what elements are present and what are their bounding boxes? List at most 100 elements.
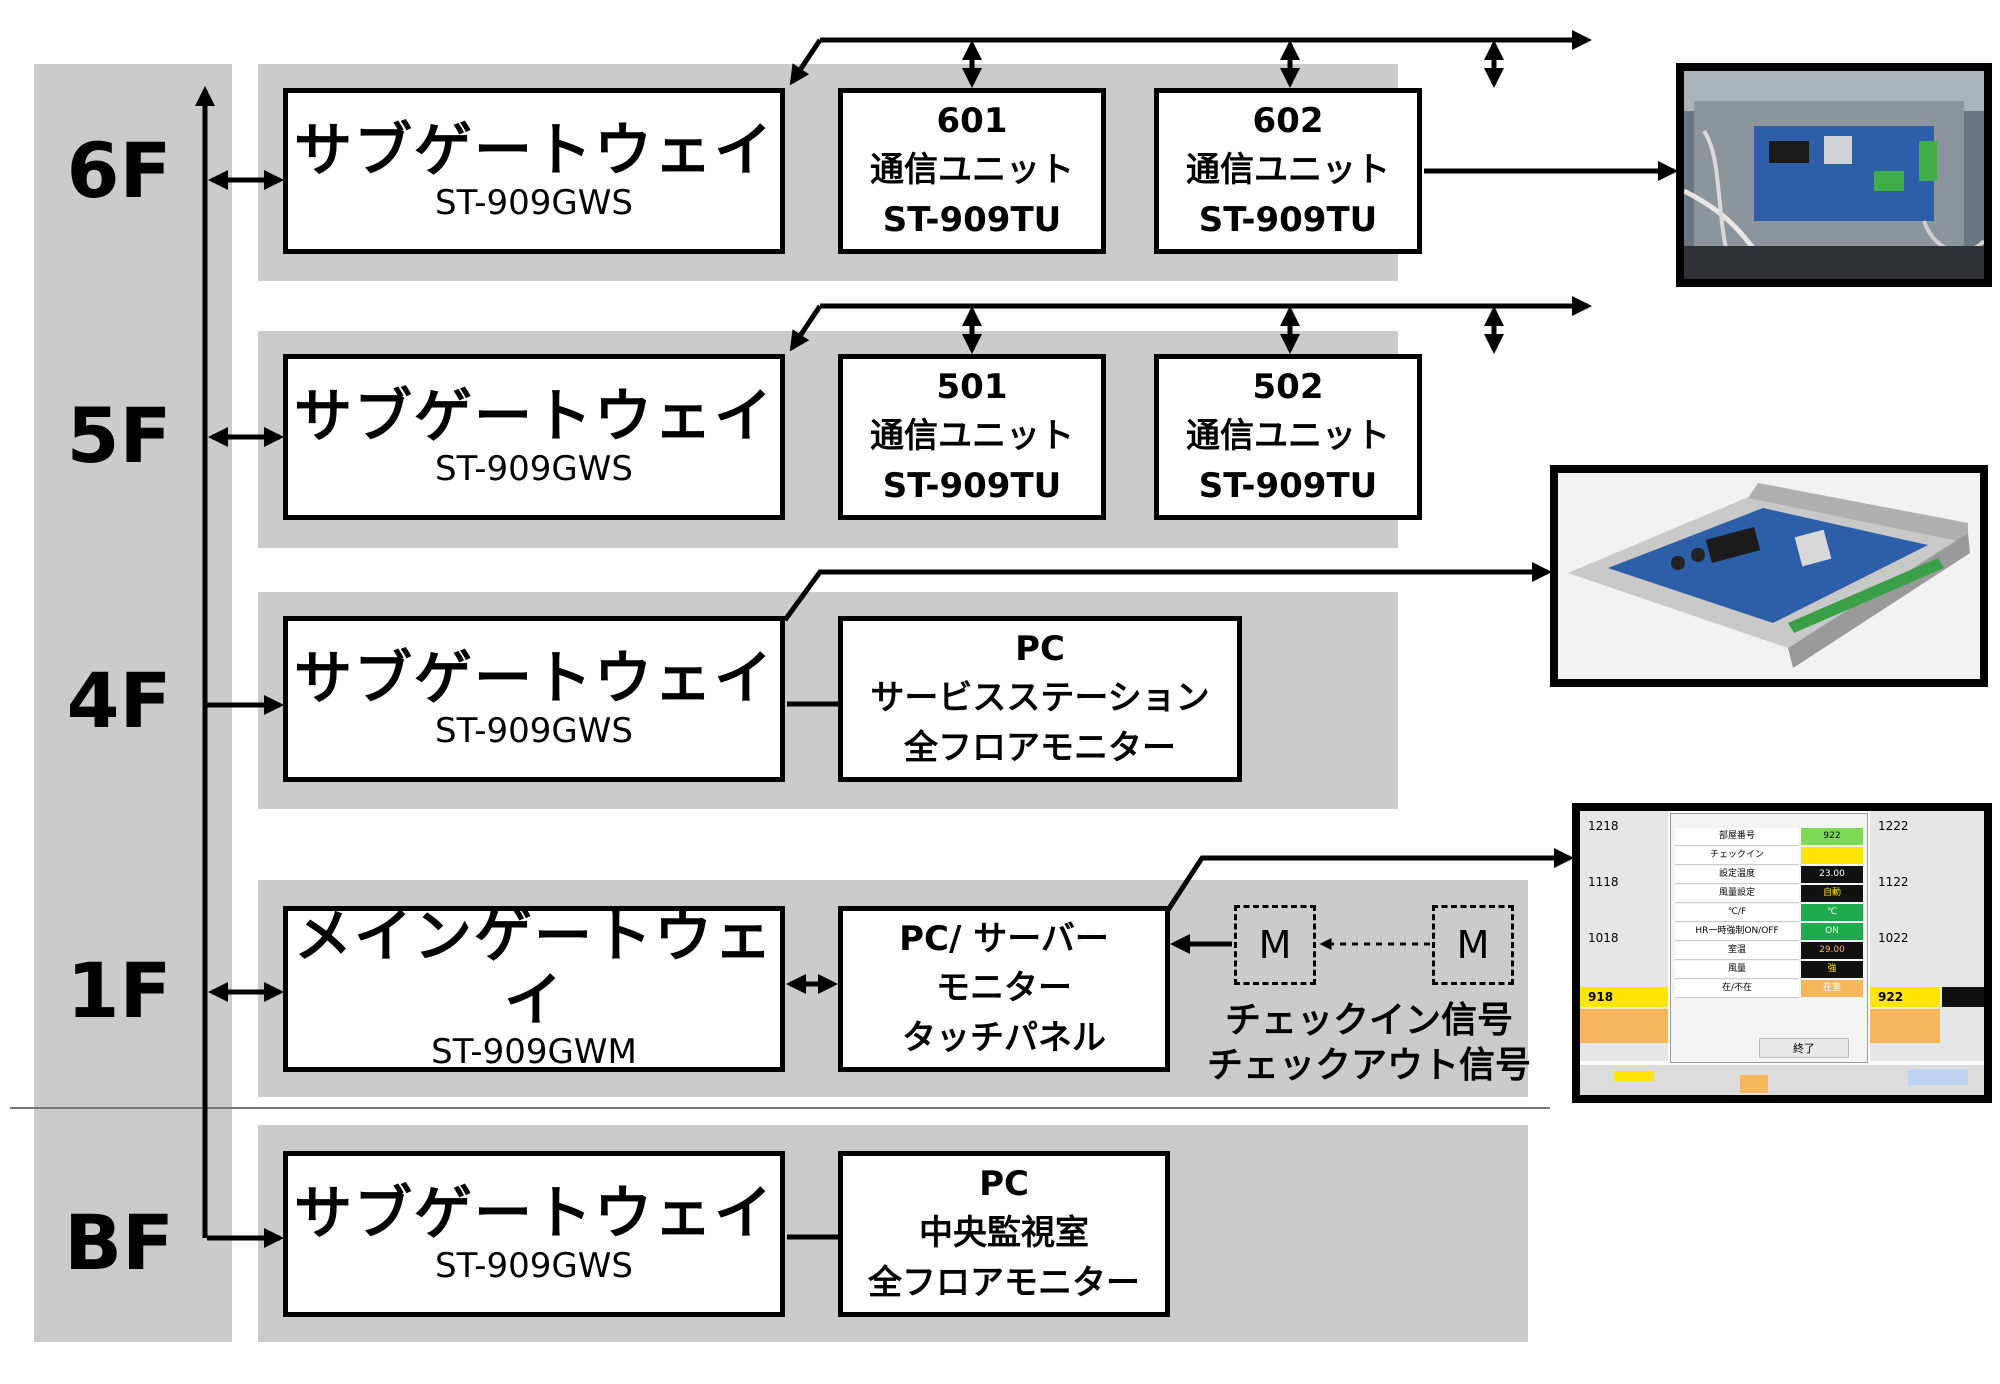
- installed-unit-image: [1684, 71, 1984, 279]
- dialog-row-label: チェックイン: [1675, 847, 1799, 865]
- gateway-model: ST-909GWS: [435, 1245, 633, 1286]
- pc-line: PC: [979, 1164, 1029, 1205]
- unit-model: ST-909TU: [1198, 465, 1378, 506]
- gateway-model: ST-909GWS: [435, 182, 633, 223]
- dialog-row-label: 風量設定: [1675, 885, 1799, 903]
- screen-bottom-blue: [1908, 1069, 1968, 1085]
- unit-room: 502: [1252, 367, 1324, 408]
- dialog-row-label: 設定温度: [1675, 866, 1799, 884]
- pc-line: 全フロアモニター: [868, 1262, 1140, 1303]
- gateway-name: メインゲートウェイ: [293, 901, 774, 1034]
- unit-model: ST-909TU: [1198, 199, 1378, 240]
- pc-line: 中央監視室: [919, 1213, 1089, 1254]
- link-4f-photo: [782, 562, 1552, 622]
- unit-room: 601: [936, 101, 1008, 142]
- bus-6f-drop: [789, 38, 823, 86]
- pc-line: タッチパネル: [902, 1017, 1106, 1058]
- gateway-name: サブゲートウェイ: [293, 115, 774, 184]
- pc-server-1f: PC/ サーバー モニター タッチパネル: [838, 906, 1170, 1072]
- floor-label-bf: BF: [64, 1198, 174, 1287]
- checkin-caption: チェックイン信号 チェックアウト信号: [1196, 998, 1542, 1088]
- floor-label-6f: 6F: [66, 126, 172, 215]
- screen-right-column: 1222 1122 1022 922: [1870, 811, 1984, 1061]
- dialog-row-value: 922: [1801, 828, 1863, 845]
- m-box-far: M: [1432, 905, 1514, 985]
- screen-room-label: 918: [1588, 990, 1614, 1004]
- dialog-row-label: ℃/F: [1675, 904, 1799, 922]
- screen-room-label: 1018: [1588, 931, 1619, 945]
- board-image: [1558, 473, 1980, 679]
- screen-room-highlight: [1580, 987, 1668, 1007]
- comm-unit-602: 602 通信ユニット ST-909TU: [1154, 88, 1422, 254]
- dialog-row-value: 在室: [1801, 980, 1863, 997]
- dialog-row-label: 室温: [1675, 942, 1799, 960]
- unit-room: 501: [936, 367, 1008, 408]
- sub-gateway-4f: サブゲートウェイ ST-909GWS: [283, 616, 785, 782]
- comm-unit-601: 601 通信ユニット ST-909TU: [838, 88, 1106, 254]
- screen-bottom-bar: [1580, 1065, 1984, 1095]
- dialog-row-value: ON: [1801, 923, 1863, 940]
- dialog-close-button[interactable]: 終了: [1759, 1038, 1849, 1058]
- pc-service-station-4f: PC サービスステーション 全フロアモニター: [838, 616, 1242, 782]
- dialog-row-value: ℃: [1801, 904, 1863, 921]
- unit-model: ST-909TU: [882, 465, 1062, 506]
- floor-label-5f: 5F: [66, 391, 172, 480]
- photo-installed-unit: [1676, 63, 1992, 287]
- screen-room-label: 1022: [1878, 931, 1909, 945]
- comm-unit-502: 502 通信ユニット ST-909TU: [1154, 354, 1422, 520]
- gateway-model: ST-909GWS: [435, 448, 633, 489]
- gateway-name: サブゲートウェイ: [293, 643, 774, 712]
- screen-bottom-orange: [1740, 1075, 1768, 1093]
- dialog-row-label: 風量: [1675, 961, 1799, 979]
- photo-touch-panel-screen: 1218 1118 1018 918 1222 1122 1022 922 部屋…: [1572, 803, 1992, 1103]
- main-gateway-1f: メインゲートウェイ ST-909GWM: [283, 901, 785, 1073]
- sub-gateway-bf: サブゲートウェイ ST-909GWS: [283, 1151, 785, 1317]
- screen-room-label: 1222: [1878, 819, 1909, 833]
- screen-room-highlight: [1870, 987, 1940, 1007]
- dialog-row-label: HR一時強制ON/OFF: [1675, 923, 1799, 941]
- pc-line: PC/ サーバー: [899, 919, 1109, 960]
- screen-bottom-yellow: [1614, 1071, 1654, 1081]
- unit-label: 通信ユニット: [1186, 416, 1390, 457]
- link-1f-screen: [1165, 848, 1574, 912]
- unit-label: 通信ユニット: [870, 416, 1074, 457]
- pc-line: PC: [1015, 629, 1065, 670]
- screen-room-dark: [1942, 987, 1984, 1007]
- basement-divider: [10, 1107, 1550, 1109]
- unit-model: ST-909TU: [882, 199, 1062, 240]
- checkin-signal-label: チェックイン信号: [1224, 1000, 1513, 1041]
- unit-room: 602: [1252, 101, 1324, 142]
- gateway-model: ST-909GWM: [431, 1032, 637, 1073]
- screen-left-column: 1218 1118 1018 918: [1580, 811, 1668, 1061]
- screen-room-orange: [1580, 1009, 1668, 1043]
- unit-label: 通信ユニット: [870, 150, 1074, 191]
- checkout-signal-label: チェックアウト信号: [1206, 1045, 1531, 1086]
- bus-5f-drop: [789, 304, 823, 352]
- comm-unit-501: 501 通信ユニット ST-909TU: [838, 354, 1106, 520]
- screen-room-label: 1118: [1588, 875, 1619, 889]
- dialog-row-value: [1801, 847, 1863, 864]
- dialog-row-value: 29.00: [1801, 942, 1863, 959]
- floor-label-1f: 1F: [66, 946, 172, 1035]
- dialog-row-label: 部屋番号: [1675, 828, 1799, 846]
- sub-gateway-6f: サブゲートウェイ ST-909GWS: [283, 88, 785, 254]
- pc-line: サービスステーション: [870, 678, 1210, 719]
- gateway-name: サブゲートウェイ: [293, 1178, 774, 1247]
- screen-room-label: 1122: [1878, 875, 1909, 889]
- pc-line: 全フロアモニター: [904, 727, 1176, 768]
- m-box-near: M: [1234, 905, 1316, 985]
- pc-line: モニター: [936, 968, 1072, 1009]
- dialog-row-value: 自動: [1801, 885, 1863, 902]
- pc-central-monitoring-bf: PC 中央監視室 全フロアモニター: [838, 1151, 1170, 1317]
- dialog-row-value: 強: [1801, 961, 1863, 978]
- gateway-name: サブゲートウェイ: [293, 381, 774, 450]
- unit-label: 通信ユニット: [1186, 150, 1390, 191]
- photo-board-on-tray: [1550, 465, 1988, 687]
- dialog-row-value: 23.00: [1801, 866, 1863, 883]
- gateway-model: ST-909GWS: [435, 710, 633, 751]
- dialog-row-label: 在/不在: [1675, 980, 1799, 998]
- screen-room-label: 922: [1878, 990, 1904, 1004]
- sub-gateway-5f: サブゲートウェイ ST-909GWS: [283, 354, 785, 520]
